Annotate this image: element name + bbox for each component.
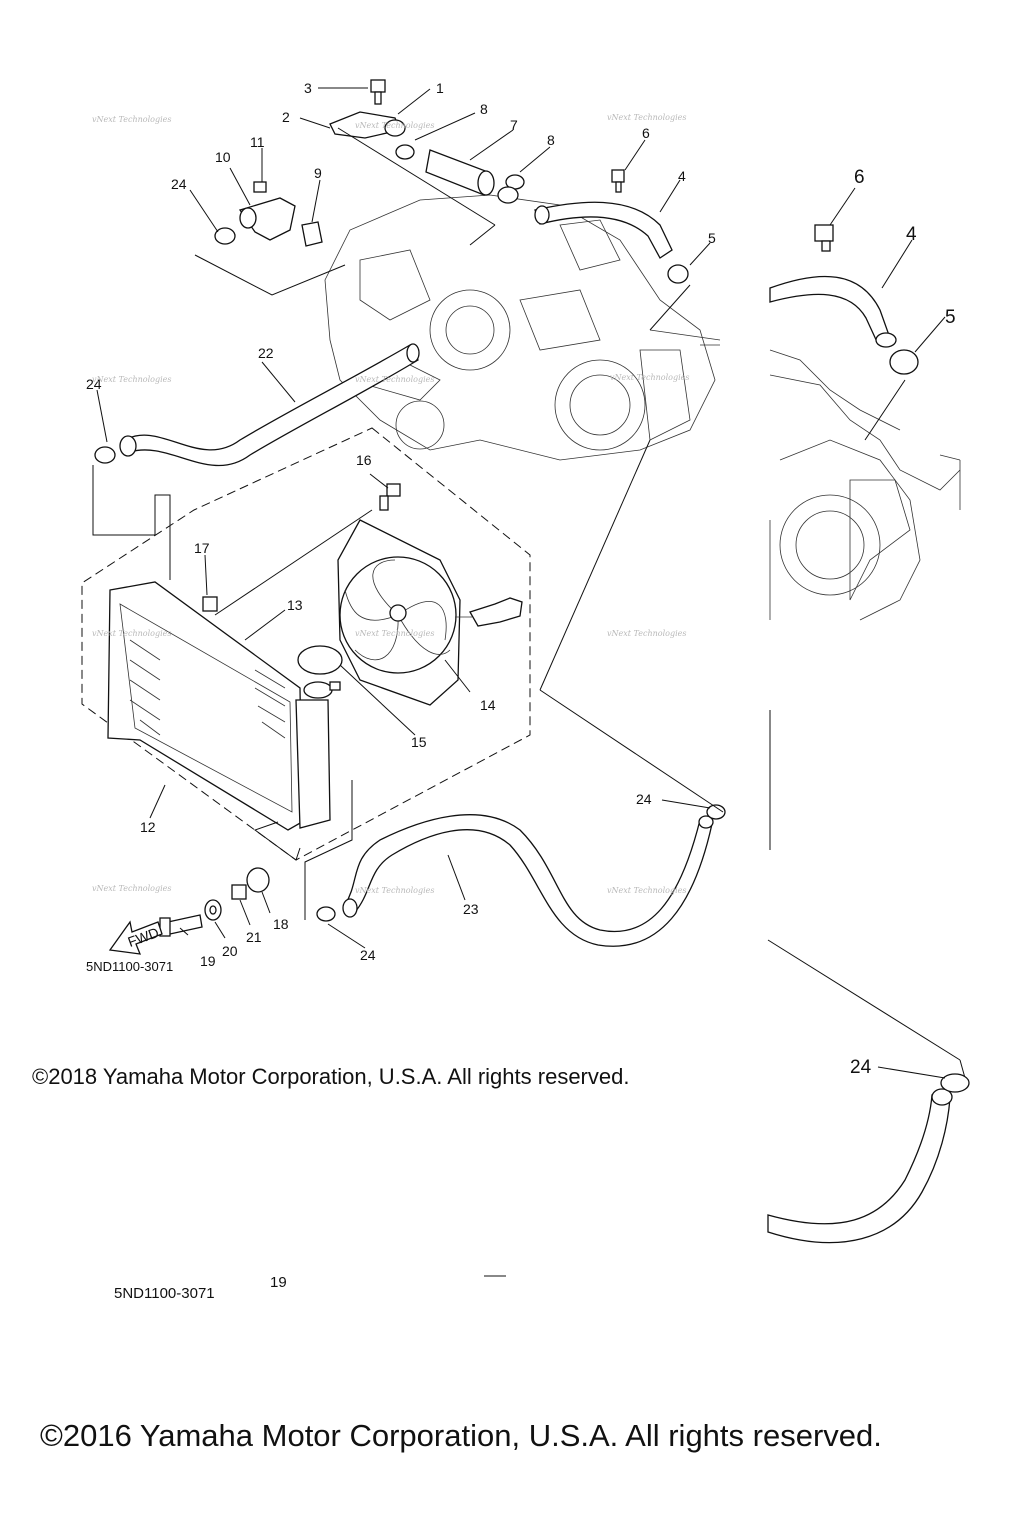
callout-24-large: 24	[850, 1057, 872, 1078]
watermark-2: vNext Technologies	[607, 113, 686, 122]
watermark-12: vNext Technologies	[607, 886, 686, 895]
callout-6: 6	[642, 125, 650, 141]
callout-21: 21	[246, 929, 262, 945]
watermark-8: vNext Technologies	[355, 629, 434, 638]
watermark-11: vNext Technologies	[355, 886, 434, 895]
callout-23: 23	[463, 901, 479, 917]
radiator-assembly	[107, 554, 416, 861]
callout-1: 1	[436, 80, 444, 96]
callout-12: 12	[140, 819, 156, 835]
callout-13: 13	[287, 597, 303, 613]
fan-assembly	[214, 473, 523, 706]
copyright-2016: ©2016 Yamaha Motor Corporation, U.S.A. A…	[40, 1418, 882, 1453]
watermark-10: vNext Technologies	[92, 884, 171, 893]
hose-23	[316, 439, 726, 949]
callout-9: 9	[314, 165, 322, 181]
callout-24b: 24	[86, 376, 102, 392]
callout-17: 17	[194, 540, 210, 556]
callout-4: 4	[678, 168, 686, 184]
callout-8: 8	[480, 101, 488, 117]
radiator-fins	[129, 639, 286, 739]
callout-7: 7	[510, 117, 518, 133]
callout-20: 20	[222, 943, 238, 959]
watermark-7: vNext Technologies	[92, 629, 171, 638]
callout-10: 10	[215, 149, 231, 165]
hose-22	[94, 343, 420, 467]
diagram-code: 5ND1100-3071	[86, 959, 173, 974]
callout-14: 14	[480, 697, 496, 713]
diagram-code-large: 5ND1100-3071	[114, 1285, 215, 1302]
callout-16: 16	[356, 452, 372, 468]
callout-24c: 24	[636, 791, 652, 807]
thermostat-assembly	[214, 79, 689, 284]
callout-4-large: 4	[906, 224, 917, 245]
callout-5: 5	[708, 230, 716, 246]
copyright-2018: ©2018 Yamaha Motor Corporation, U.S.A. A…	[32, 1064, 630, 1089]
callout-6-large: 6	[854, 167, 865, 188]
zoom-hose-bottom	[767, 1066, 970, 1244]
callout-22: 22	[258, 345, 274, 361]
watermarks: vNext Technologies vNext Technologies vN…	[92, 113, 689, 895]
fragment-19: 19	[270, 1274, 287, 1291]
callout-19: 19	[200, 953, 216, 969]
callout-2: 2	[282, 109, 290, 125]
watermark-3: vNext Technologies	[355, 121, 434, 130]
engine-block	[324, 194, 721, 461]
watermark-5: vNext Technologies	[355, 375, 434, 384]
watermark-6: vNext Technologies	[610, 373, 689, 382]
watermark-1: vNext Technologies	[92, 115, 171, 124]
callout-24d: 24	[360, 947, 376, 963]
engine-zoom-fragment	[769, 287, 961, 621]
callout-3: 3	[304, 80, 312, 96]
watermark-9: vNext Technologies	[607, 629, 686, 638]
callout-labels: 3 1 2 8 7 8 6 4 5 11 10 9 24 22 24 16 17…	[86, 80, 956, 1078]
callout-24a: 24	[171, 176, 187, 192]
callout-5-large: 5	[945, 307, 956, 328]
fwd-arrow: FWD	[108, 920, 163, 955]
callout-18: 18	[273, 916, 289, 932]
callout-15: 15	[411, 734, 427, 750]
callout-11: 11	[250, 134, 265, 150]
radiator-fan-frame	[81, 427, 531, 861]
top-leader-lines	[189, 87, 711, 331]
callout-8b: 8	[547, 132, 555, 148]
zoom-pipe-4	[767, 187, 966, 1079]
watermark-4: vNext Technologies	[92, 375, 171, 384]
mount-hardware	[159, 780, 353, 939]
